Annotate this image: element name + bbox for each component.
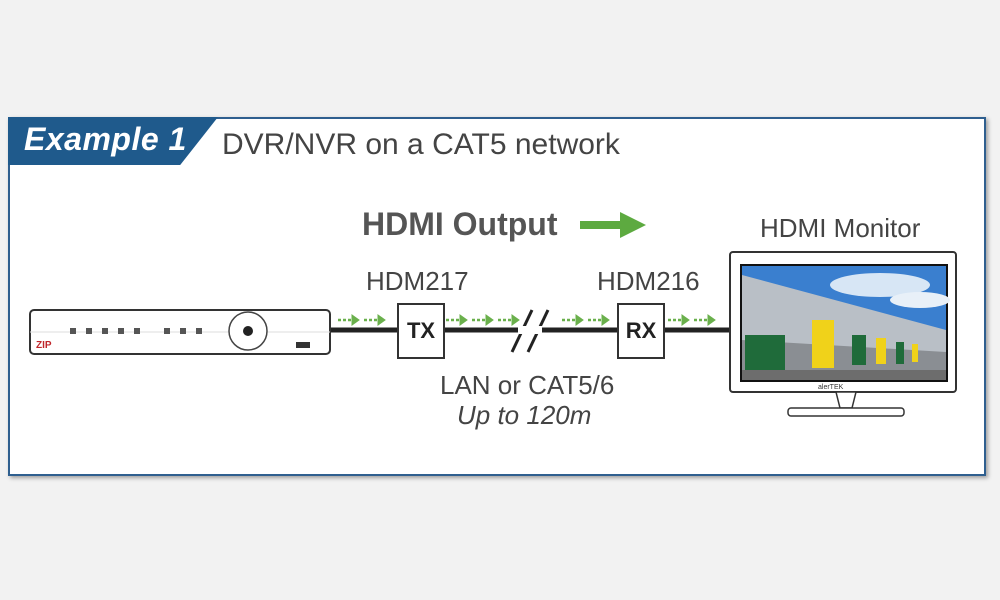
dvr-device: ZIP	[29, 309, 331, 355]
monitor-brand-logo: alerTEK	[818, 384, 844, 391]
transmitter-model: HDM217	[366, 266, 469, 296]
signal-arrow-head	[681, 314, 690, 326]
receiver-model: HDM216	[597, 266, 700, 296]
signal-arrow-head	[511, 314, 520, 326]
signal-arrow-head	[377, 314, 386, 326]
monitor-label: HDMI Monitor	[760, 213, 921, 243]
example-title: DVR/NVR on a CAT5 network	[222, 128, 620, 161]
example-label: Example 1	[24, 121, 187, 157]
hdmi-output-arrow-icon	[580, 212, 646, 238]
range-label: Up to 120m	[457, 400, 592, 430]
example-tag	[8, 117, 218, 165]
signal-arrow-head	[459, 314, 468, 326]
dvr-brand-logo: ZIP	[36, 340, 52, 351]
signal-arrow-head	[707, 314, 716, 326]
signal-arrow-head	[601, 314, 610, 326]
tx-box: TX	[397, 303, 445, 359]
signal-arrow-head	[485, 314, 494, 326]
signal-arrow-head	[575, 314, 584, 326]
rx-box: RX	[617, 303, 665, 359]
signal-arrows	[338, 314, 716, 326]
hdmi-monitor: alerTEK	[729, 251, 957, 417]
hdmi-output-label: HDMI Output	[362, 206, 558, 242]
cable-break-gap	[518, 326, 542, 334]
cable-label: LAN or CAT5/6	[440, 370, 615, 400]
signal-arrow-head	[351, 314, 360, 326]
